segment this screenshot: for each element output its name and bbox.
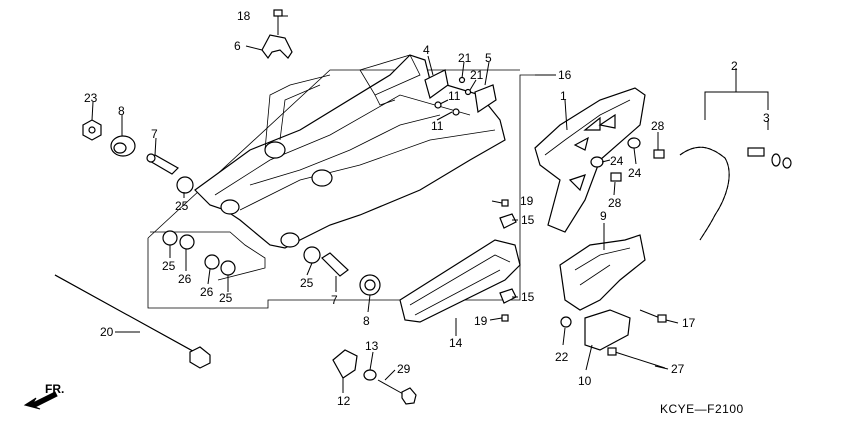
bolts-28: [610, 149, 665, 182]
bushing-12: [332, 349, 358, 379]
callout-27: 27: [671, 362, 685, 376]
bearing-25-top: [176, 176, 194, 194]
callout-9: 9: [600, 209, 607, 223]
callout-19a: 19: [520, 194, 534, 208]
callout-8a: 8: [118, 104, 125, 118]
drive-chain-cover-1: [534, 87, 646, 233]
washer-13: [363, 369, 377, 381]
callout-25d: 25: [300, 276, 314, 290]
leader-lines: [91, 15, 769, 393]
callout-28b: 28: [608, 196, 622, 210]
callout-15a: 15: [521, 213, 535, 227]
callout-24a: 24: [610, 154, 624, 168]
collar-7-right: [321, 252, 349, 277]
bolt-17: [639, 309, 667, 323]
callout-18: 18: [237, 9, 251, 23]
callout-15b: 15: [521, 290, 535, 304]
callout-20: 20: [100, 325, 114, 339]
bolt-29: [377, 379, 417, 405]
callout-19b: 19: [474, 314, 488, 328]
callout-13: 13: [365, 339, 379, 353]
callout-1: 1: [560, 89, 567, 103]
chain-adjuster-5: [474, 84, 497, 114]
front-label: FR.: [45, 382, 64, 396]
nut-23: [82, 119, 102, 141]
assembly-bracket: [147, 74, 535, 309]
callout-24b: 24: [628, 166, 642, 180]
callout-11a: 11: [448, 89, 461, 103]
callout-26b: 26: [200, 285, 214, 299]
master-link-3: [747, 147, 792, 169]
callout-25b: 25: [162, 259, 176, 273]
callout-3: 3: [763, 111, 770, 125]
guide-slider-10: [560, 309, 631, 351]
diagram-code: KCYE—F2100: [660, 402, 744, 416]
dust-seal-8: [110, 135, 136, 157]
callout-16: 16: [558, 68, 572, 82]
swingarm-body: [194, 54, 506, 249]
callout-5: 5: [485, 51, 492, 65]
callout-4: 4: [423, 43, 430, 57]
callout-25a: 25: [175, 199, 189, 213]
callout-11b: 11: [431, 119, 444, 133]
pivot-bolt-20: [54, 274, 211, 369]
chain-guide-9: [559, 234, 646, 311]
bearing-group-left: [150, 230, 266, 281]
callout-29: 29: [397, 362, 411, 376]
chain-slider-14: [399, 239, 521, 323]
hose-clamp-6: [261, 9, 293, 60]
callout-10: 10: [578, 374, 592, 388]
callout-23: 23: [84, 91, 98, 105]
callout-25c: 25: [219, 291, 233, 305]
callout-14: 14: [449, 336, 463, 350]
callout-2: 2: [731, 59, 738, 73]
front-arrow-icon: FR.: [23, 382, 64, 410]
callout-12: 12: [337, 394, 351, 408]
slider-bolts: [499, 199, 517, 322]
callout-8b: 8: [363, 314, 370, 328]
callout-28a: 28: [651, 119, 665, 133]
callout-22: 22: [555, 350, 569, 364]
bolt-27: [607, 347, 666, 369]
chain-adjuster-4: [424, 69, 449, 99]
callout-21a: 21: [458, 51, 472, 65]
callout-17: 17: [682, 316, 696, 330]
collar-7-left: [146, 153, 179, 175]
callout-7b: 7: [331, 293, 338, 307]
callout-6: 6: [234, 39, 241, 53]
callout-7a: 7: [151, 127, 158, 141]
bearing-25-low: [303, 246, 321, 264]
callout-labels: 18 6 4 21 21 5 11 11 16 1 2 3 23 8 7 25 …: [84, 9, 770, 408]
callout-26a: 26: [178, 272, 192, 286]
callout-21b: 21: [470, 68, 484, 82]
drive-chain-2: [679, 146, 730, 241]
dust-seal-8-right: [359, 274, 381, 296]
